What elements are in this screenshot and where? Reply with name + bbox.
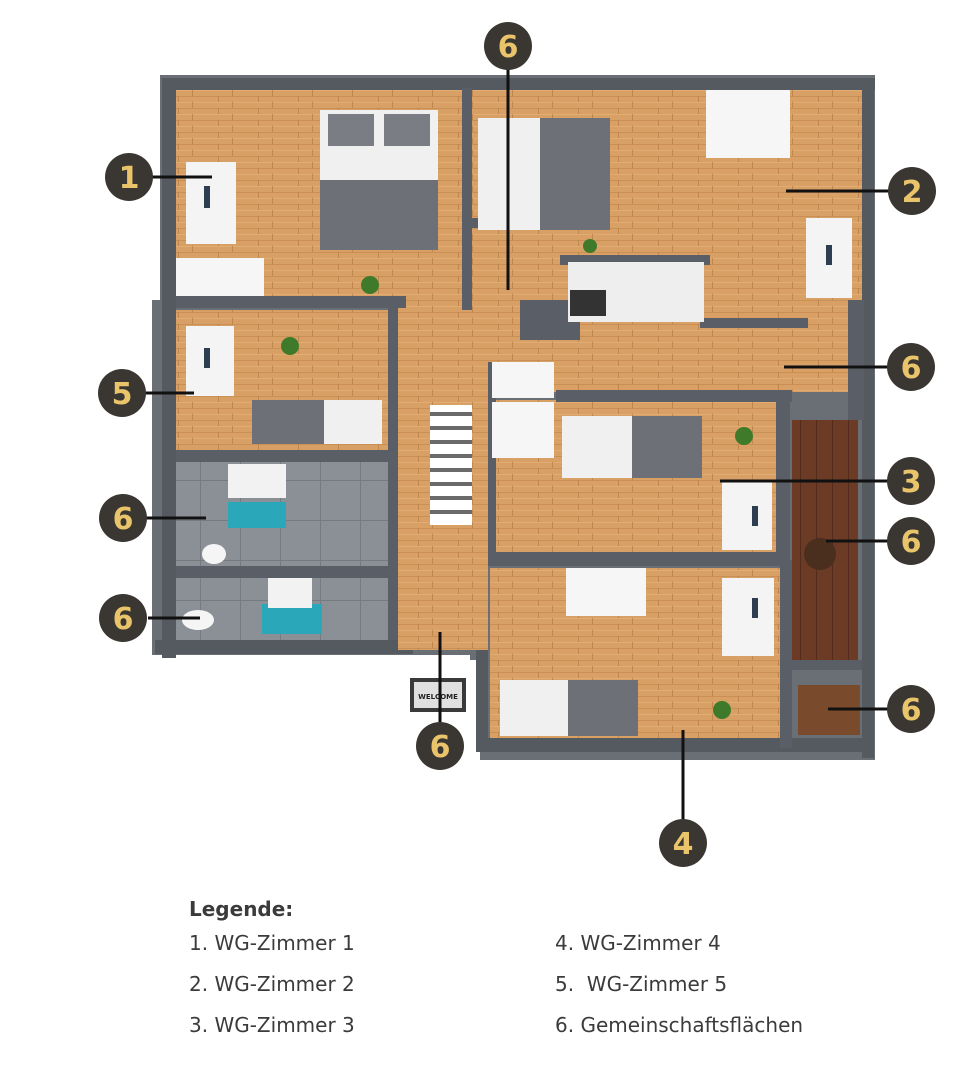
balcony-table [804, 538, 836, 570]
kitchen-stove [570, 290, 606, 316]
marker-6-top: 6 [484, 22, 532, 70]
monitors [204, 186, 832, 618]
marker-6-right-balcony-text: 6 [901, 525, 922, 560]
floor-plan: WELCOME 1 2 3 4 5 6 6 [98, 22, 936, 867]
legend-items: 1. WG-Zimmer 1 4. WG-Zimmer 4 2. WG-Zimm… [189, 931, 889, 1037]
marker-4: 4 [659, 819, 707, 867]
marker-2-text: 2 [902, 175, 923, 210]
walls [155, 78, 875, 758]
marker-5: 5 [98, 369, 146, 417]
marker-6-left-bath: 6 [99, 494, 147, 542]
legend-item: 3. WG-Zimmer 3 [189, 1013, 355, 1037]
marker-5-text: 5 [112, 377, 133, 412]
marker-6-right-upper: 6 [887, 343, 935, 391]
legend-item: 1. WG-Zimmer 1 [189, 931, 355, 955]
plants [281, 239, 753, 719]
marker-6-right-balcony: 6 [887, 517, 935, 565]
marker-6-entrance: 6 [416, 722, 464, 770]
doormat-text: WELCOME [418, 693, 458, 701]
marker-6-entrance-text: 6 [430, 730, 451, 765]
wardrobes [176, 90, 790, 616]
marker-3: 3 [887, 457, 935, 505]
marker-6-left-wc-text: 6 [113, 602, 134, 637]
bath-rug [228, 502, 286, 528]
marker-6-right-upper-text: 6 [901, 351, 922, 386]
marker-6-left-bath-text: 6 [113, 502, 134, 537]
marker-1-text: 1 [119, 161, 140, 196]
wc-sink [268, 578, 312, 608]
staircase [430, 405, 472, 525]
bath-sink [228, 464, 286, 498]
legend-title: Legende: [189, 897, 294, 921]
marker-2: 2 [888, 167, 936, 215]
marker-3-text: 3 [901, 465, 922, 500]
legend: Legende: 1. WG-Zimmer 1 4. WG-Zimmer 4 2… [189, 897, 889, 1037]
marker-6-top-text: 6 [498, 30, 519, 65]
wc-rug [262, 604, 322, 634]
desks [186, 162, 852, 656]
legend-item: 2. WG-Zimmer 2 [189, 972, 355, 996]
doormat: WELCOME [410, 678, 466, 712]
marker-6-right-store-text: 6 [901, 693, 922, 728]
leader-lines [144, 66, 892, 825]
legend-item: 4. WG-Zimmer 4 [555, 931, 721, 955]
marker-1: 1 [105, 153, 153, 201]
marker-6-right-store: 6 [887, 685, 935, 733]
legend-item: 5. WG-Zimmer 5 [555, 972, 728, 996]
marker-6-left-wc: 6 [99, 594, 147, 642]
beds [252, 110, 702, 736]
toilet [202, 544, 226, 564]
marker-4-text: 4 [673, 827, 694, 862]
wc-toilet [182, 610, 214, 630]
legend-item: 6. Gemeinschaftsflächen [555, 1013, 804, 1037]
